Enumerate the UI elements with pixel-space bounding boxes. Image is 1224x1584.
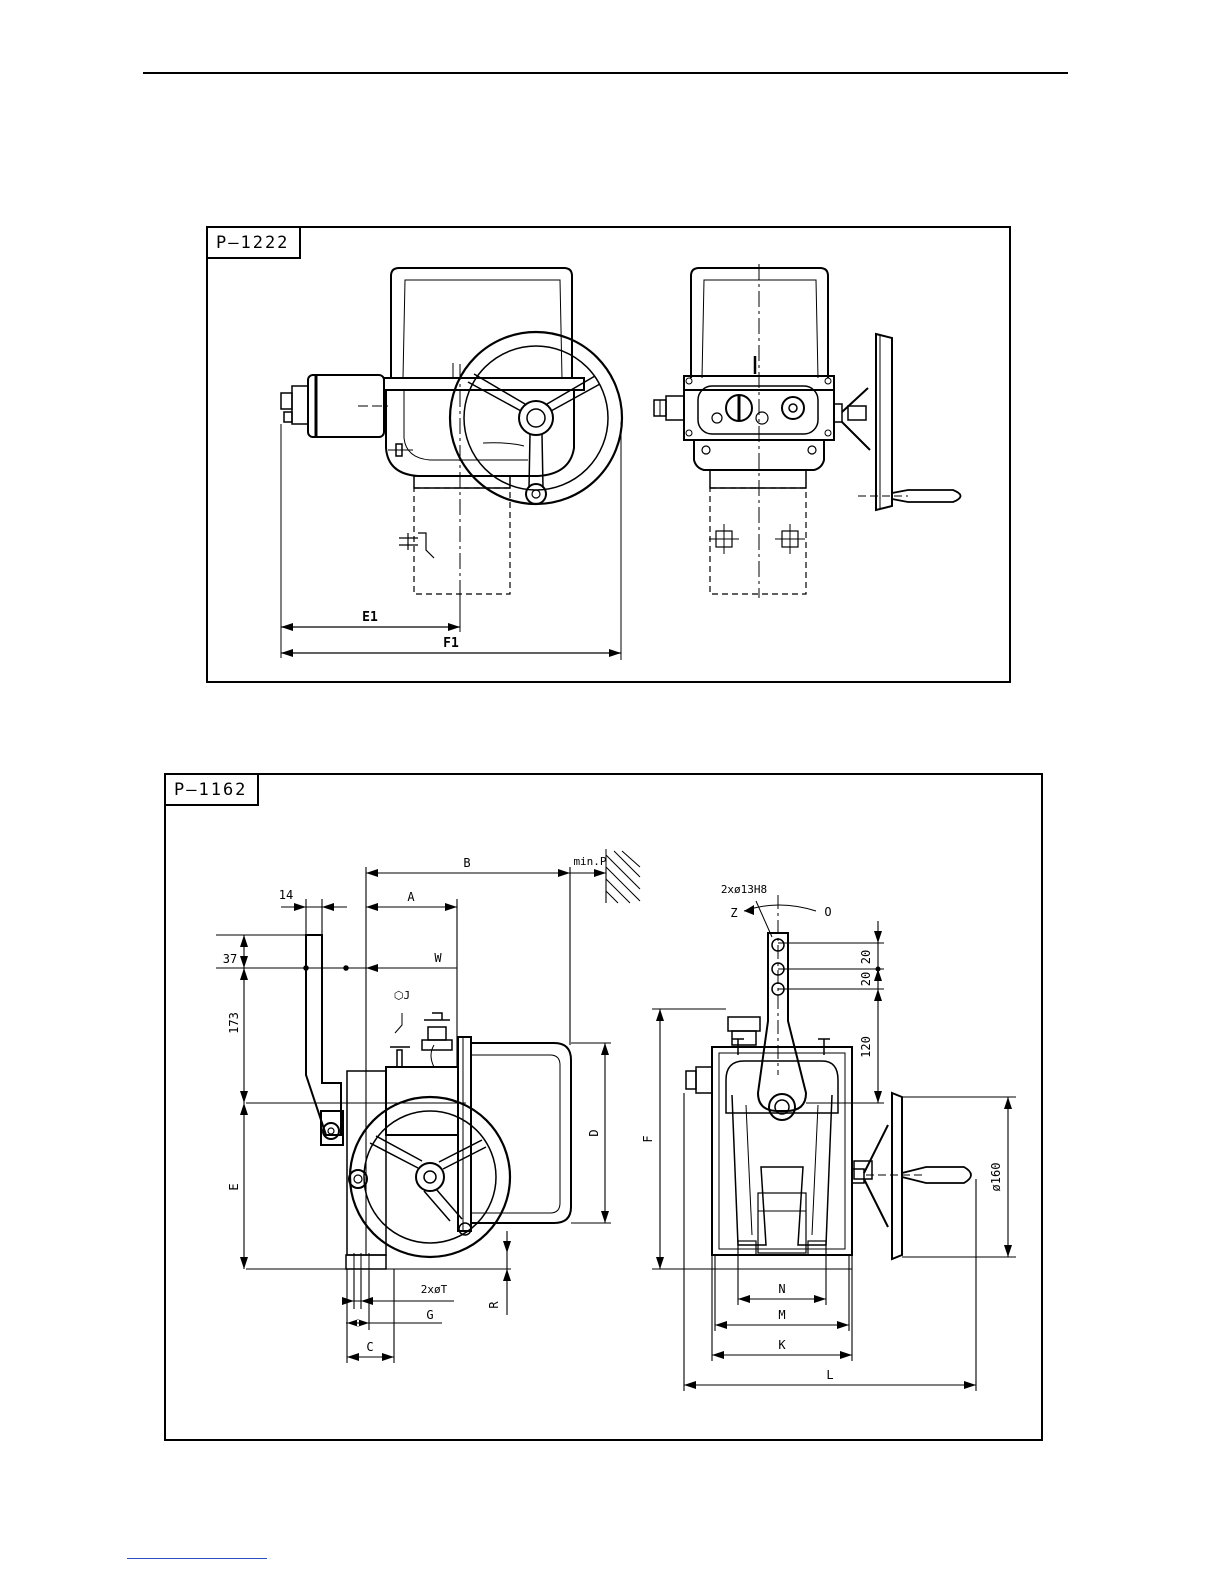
dim-d: D: [587, 1129, 601, 1136]
dim-e1: E1: [362, 610, 378, 625]
dim-20-a: 20: [859, 950, 873, 964]
dim-160: ø160: [989, 1163, 1003, 1192]
footer-rule: [127, 1558, 267, 1559]
dim-k: K: [778, 1338, 786, 1352]
side-view: [246, 935, 571, 1271]
dim-b: B: [463, 856, 470, 870]
dim-173: 173: [227, 1012, 241, 1034]
dim-2x13h8: 2xø13H8: [721, 883, 767, 896]
front-dimensions: [652, 901, 1016, 1391]
dim-g: G: [426, 1308, 433, 1322]
dim-14: 14: [279, 888, 293, 902]
dim-hex-j: ⬡J: [394, 989, 410, 1002]
dim-120: 120: [859, 1036, 873, 1058]
dim-f: F: [641, 1135, 655, 1142]
dim-2xt: 2xøT: [421, 1283, 448, 1296]
dim-a: A: [407, 890, 415, 904]
dim-r: R: [487, 1301, 501, 1309]
dim-w: W: [434, 951, 442, 965]
drawing-panel-p1162: P–1162: [164, 773, 1043, 1441]
actuator-drawing-views: B min.P A W 14 37 173 ⬡J D E 2xøT G C R: [166, 775, 1041, 1439]
dim-n: N: [778, 1282, 785, 1296]
dim-m: M: [778, 1308, 785, 1322]
header-rule: [143, 72, 1068, 74]
rotation-o: O: [824, 905, 831, 919]
drawing-panel-p1222: P–1222: [206, 226, 1011, 683]
side-view: [281, 268, 622, 660]
dim-c: C: [366, 1340, 373, 1354]
front-view: [654, 264, 961, 598]
actuator-drawing-views: E1 F1: [208, 228, 1009, 681]
dim-20-b: 20: [859, 972, 873, 986]
dim-l: L: [826, 1368, 833, 1382]
dim-37: 37: [223, 952, 237, 966]
dim-e: E: [227, 1183, 241, 1190]
dim-min-p: min.P: [573, 855, 606, 868]
dim-f1: F1: [443, 636, 459, 651]
front-view: [686, 895, 971, 1259]
rotation-z: Z: [730, 906, 737, 920]
